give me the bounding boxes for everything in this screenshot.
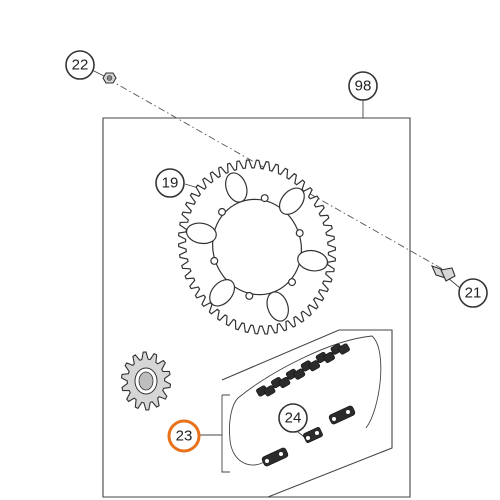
leader-line-22 xyxy=(91,69,105,77)
sprocket-cutout xyxy=(185,222,217,245)
callout-21-label: 21 xyxy=(465,285,482,302)
chain-part[interactable] xyxy=(229,335,382,466)
callout-23[interactable]: 23 xyxy=(167,419,201,453)
sprocket-bolt-hole xyxy=(218,207,227,216)
chain-link xyxy=(293,368,306,380)
callout-19-label: 19 xyxy=(162,175,179,192)
sprocket-cutout xyxy=(297,249,329,272)
rear-sprocket-part[interactable] xyxy=(177,159,337,335)
chain-link-piece-right[interactable] xyxy=(328,405,356,425)
leader-line-23 xyxy=(200,394,230,473)
callout-98[interactable]: 98 xyxy=(348,71,378,101)
callout-24-label: 24 xyxy=(285,410,302,427)
sprocket-cutout xyxy=(266,291,289,322)
sprocket-bolt-hole xyxy=(260,194,269,203)
sprocket-cutouts xyxy=(185,172,329,322)
chain-master-link-part[interactable] xyxy=(303,427,324,444)
sprocket-bolt-holes xyxy=(210,194,304,300)
chain-link xyxy=(323,351,335,363)
chain-links xyxy=(256,343,350,397)
bolt-part[interactable] xyxy=(430,265,456,282)
sprocket-bolt-hole xyxy=(295,229,304,238)
callout-22-label: 22 xyxy=(72,57,89,74)
callout-23-label: 23 xyxy=(176,428,193,445)
callout-98-label: 98 xyxy=(355,78,372,95)
sprocket-bolt-hole xyxy=(245,291,254,300)
chain-link xyxy=(338,343,350,355)
chain-link-piece-left[interactable] xyxy=(261,447,289,467)
leader-line-21 xyxy=(447,277,461,289)
chain-kit-box xyxy=(221,329,393,498)
callout-22[interactable]: 22 xyxy=(65,50,95,80)
chain-link xyxy=(263,385,276,397)
callout-21[interactable]: 21 xyxy=(458,278,488,308)
callout-19[interactable]: 19 xyxy=(155,168,185,198)
nut-part[interactable] xyxy=(102,72,117,84)
sprocket-bolt-hole xyxy=(210,256,219,265)
sprocket-cutout xyxy=(209,279,236,307)
callout-24[interactable]: 24 xyxy=(278,403,308,433)
assembly-outline-box xyxy=(102,117,411,498)
sprocket-cutout xyxy=(225,172,248,203)
chain-link xyxy=(308,360,321,372)
sprocket-cutout xyxy=(278,187,305,215)
front-sprocket-part[interactable] xyxy=(120,351,172,411)
chain-loop-line xyxy=(229,335,382,466)
chain-link xyxy=(278,376,291,389)
sprocket-bolt-hole xyxy=(288,278,297,287)
